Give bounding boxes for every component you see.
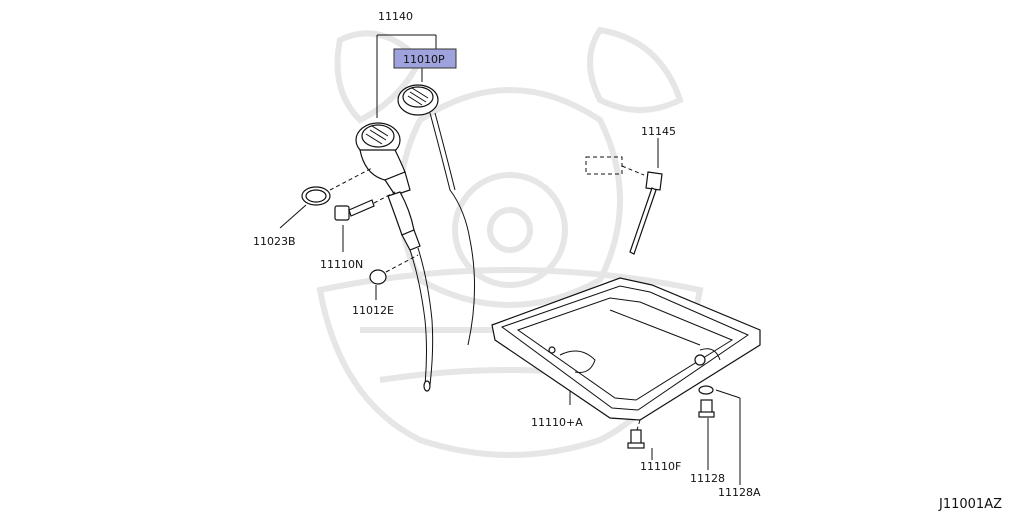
oil-level-sensor (585, 156, 663, 255)
callout-11145[interactable]: 11145 (641, 125, 676, 138)
callout-11128a[interactable]: 11128A (718, 486, 761, 499)
oil-pan (491, 277, 761, 421)
o-ring-11012e (369, 254, 419, 285)
drain-plug (698, 385, 715, 418)
callout-11010p[interactable]: 11010P (403, 53, 445, 66)
callout-11110n[interactable]: 11110N (320, 258, 363, 271)
o-ring-11023b (301, 167, 373, 206)
bolt-11110n (334, 191, 396, 221)
diagram-code: J11001AZ (938, 497, 1002, 511)
callout-11110f[interactable]: 11110F (640, 460, 681, 473)
callout-11128[interactable]: 11128 (690, 472, 725, 485)
part-highlight-11010p (393, 48, 457, 69)
oil-filler-cap (397, 84, 476, 346)
callout-11140[interactable]: 11140 (378, 10, 413, 23)
callout-labels: 11140 11010P 11023B 11110N 11012E 11145 … (253, 10, 1002, 511)
callout-11023b[interactable]: 11023B (253, 235, 296, 248)
callout-11012e[interactable]: 11012E (352, 304, 394, 317)
oil-filler-tube (355, 122, 434, 392)
bolt-11110f (627, 419, 645, 449)
callout-11110a[interactable]: 11110+A (531, 416, 583, 429)
